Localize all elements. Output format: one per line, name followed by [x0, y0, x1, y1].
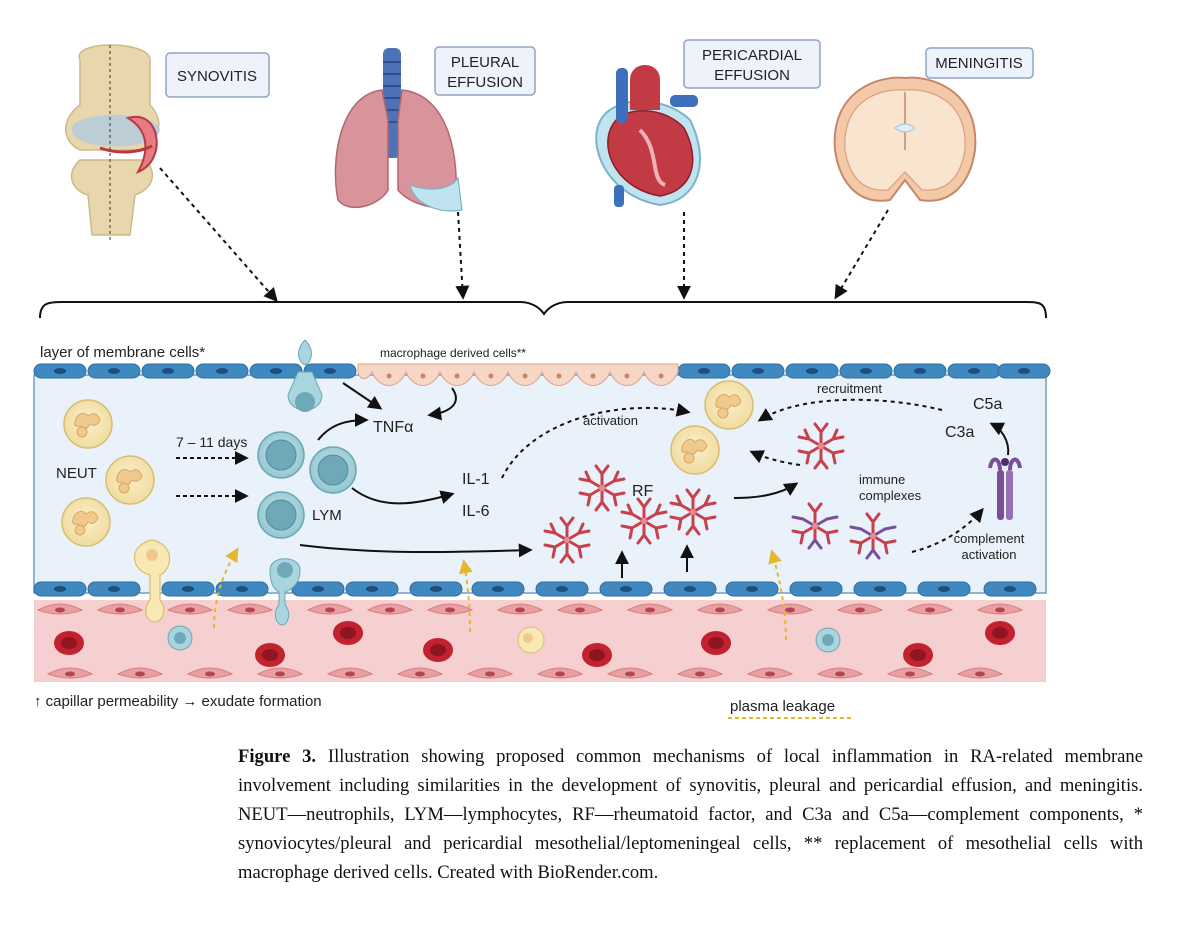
- lym-to-rf-arrow: [299, 543, 533, 558]
- immune-label-line2: complexes: [859, 488, 922, 503]
- complement-label-line1: complement: [954, 531, 1025, 546]
- macrophage-label: macrophage derived cells**: [380, 346, 526, 360]
- pericardial-label-line1: PERICARDIAL: [702, 47, 802, 64]
- caption-text: Illustration showing proposed common mec…: [238, 746, 1143, 883]
- il6-label: IL-6: [462, 503, 490, 520]
- rf-to-complex-arrow: [733, 482, 799, 499]
- complement-activation-arrow: [911, 507, 984, 553]
- membrane-layer-label: layer of membrane cells*: [40, 344, 205, 361]
- tnf-arrows: [317, 382, 457, 441]
- capillary-permeability-label: ↑ capillar permeability → exudate format…: [34, 693, 322, 710]
- pericardial-label-line2: EFFUSION: [714, 67, 790, 84]
- pleural-label-line2: EFFUSION: [447, 74, 523, 91]
- heart-icon: [595, 65, 701, 207]
- neutrophil-recruited-1: [704, 380, 754, 430]
- complement-label-line2: activation: [962, 547, 1017, 562]
- pleural-label-line1: PLEURAL: [451, 54, 519, 71]
- blood-leukocytes: [167, 625, 841, 654]
- neut-label: NEUT: [56, 465, 97, 482]
- knee-joint-icon: [65, 44, 160, 240]
- lym-label: LYM: [312, 507, 342, 524]
- complex-to-neut-arrow: [749, 450, 801, 466]
- complement-up-arrow: [989, 422, 1010, 456]
- activation-label: activation: [583, 413, 638, 428]
- rf-up-arrows: [615, 544, 694, 578]
- immune-label-line1: immune: [859, 472, 905, 487]
- plasma-leak-arrows: [213, 547, 787, 641]
- macrophage-cells: [357, 363, 679, 386]
- tnf-label: TNFα: [373, 419, 413, 436]
- lungs-icon: [334, 48, 463, 212]
- plasma-leakage-label: plasma leakage: [730, 698, 835, 715]
- synovitis-label: SYNOVITIS: [177, 68, 257, 85]
- curly-brace: [39, 301, 1047, 319]
- synovitis-label-box: [165, 52, 270, 98]
- organ-arrows: [159, 167, 889, 303]
- il1-label: IL-1: [462, 471, 490, 488]
- rf-label: RF: [632, 483, 654, 500]
- lym-to-il-arrow: [351, 487, 455, 505]
- recruitment-label: recruitment: [817, 381, 882, 396]
- migrating-lymphocyte-top: [287, 339, 323, 412]
- activation-arrow: [501, 402, 691, 479]
- figure-label: Figure 3.: [238, 746, 317, 767]
- meningitis-label-box: [925, 47, 1034, 79]
- c3a-label: C3a: [945, 424, 974, 441]
- brain-icon: [833, 76, 977, 202]
- pericardial-label-box: [683, 39, 821, 89]
- figure-caption: Figure 3. Illustration showing proposed …: [238, 742, 1143, 887]
- migrating-neutrophil-bottom: [134, 539, 171, 623]
- pleural-label-box: [434, 46, 536, 96]
- meningitis-label: MENINGITIS: [935, 55, 1023, 72]
- recruitment-arrow: [757, 398, 943, 422]
- migrating-lymphocyte-bottom: [269, 558, 301, 626]
- complement-receptor-icon: [988, 457, 1022, 520]
- c5a-label: C5a: [973, 396, 1002, 413]
- days-label: 7 – 11 days: [176, 434, 247, 450]
- neutrophil-recruited-2: [670, 425, 720, 475]
